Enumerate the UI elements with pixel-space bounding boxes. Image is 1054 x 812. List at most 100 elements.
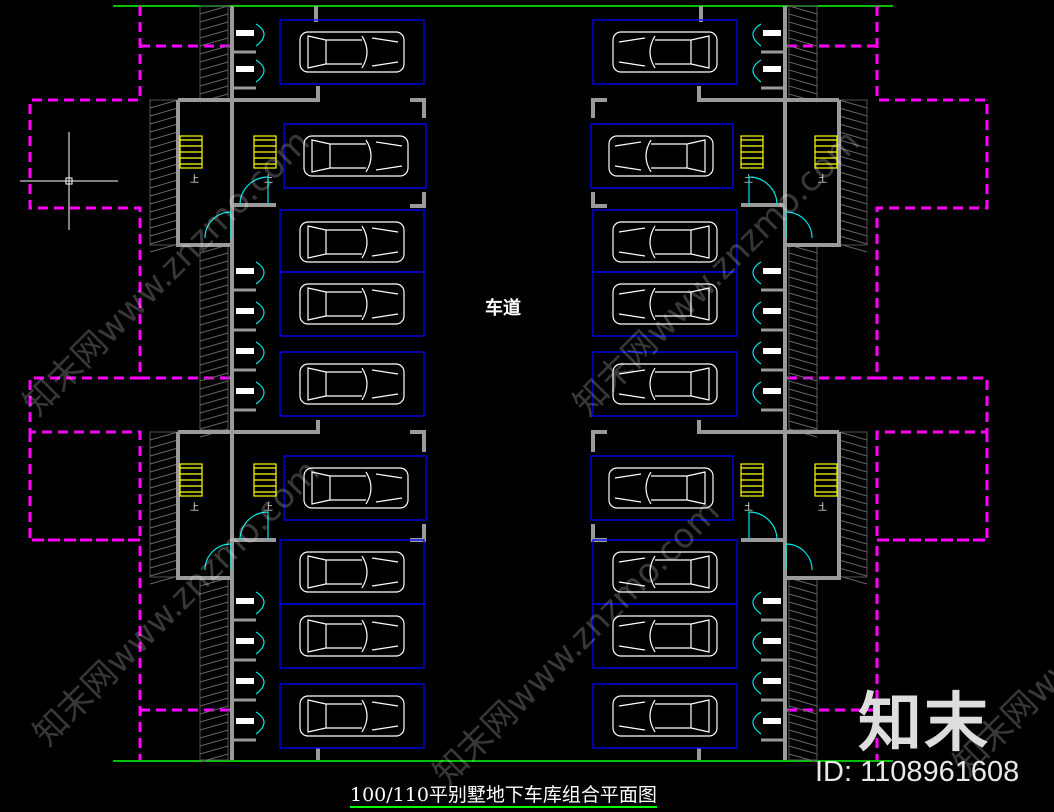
- hatch-line: [149, 479, 179, 489]
- hatch-line: [199, 37, 229, 47]
- car-outline: [311, 139, 403, 173]
- door-swing-icon: [748, 511, 778, 541]
- hatch-line: [788, 85, 818, 95]
- hatch-line: [149, 543, 179, 553]
- stair-icon: [179, 463, 203, 497]
- storage-label: [236, 30, 254, 36]
- hatch-line: [199, 380, 229, 390]
- hatch-line: [149, 511, 179, 521]
- car-body: [303, 135, 409, 177]
- stair-icon: [814, 135, 838, 169]
- storage-label: [236, 678, 254, 684]
- car-body: [299, 221, 405, 263]
- hatch-line: [838, 431, 868, 441]
- hatch-line: [199, 61, 229, 71]
- hatch-line: [199, 21, 229, 31]
- hatch-line: [199, 697, 229, 707]
- image-id: ID: 1108961608: [815, 756, 1020, 788]
- door-swing-icon: [255, 261, 265, 285]
- parking-space: [279, 351, 425, 417]
- storage-label: [763, 598, 781, 604]
- hatch-line: [838, 535, 868, 545]
- hatch-line: [199, 388, 229, 398]
- hatch-line: [149, 487, 179, 497]
- hatch-line: [788, 300, 818, 310]
- stair-label: 上: [264, 502, 273, 513]
- hatch-line: [199, 308, 229, 318]
- hatch-line: [788, 252, 818, 262]
- car-body: [608, 467, 714, 509]
- hatch-line: [788, 420, 818, 430]
- car-icon: [612, 695, 718, 737]
- hatch-line: [149, 463, 179, 473]
- storage-label: [763, 638, 781, 644]
- car-body: [299, 363, 405, 405]
- hatch-line: [199, 753, 229, 763]
- door-swing-icon: [255, 59, 265, 83]
- car-outline: [618, 287, 710, 321]
- hatch-line: [838, 219, 868, 229]
- door-swing-icon: [255, 301, 265, 325]
- car-outline: [614, 471, 706, 505]
- hatch-line: [199, 412, 229, 422]
- storage-label: [236, 348, 254, 354]
- stair-icon: [179, 135, 203, 169]
- hatched-wall: [199, 577, 229, 761]
- door-swing-icon: [752, 301, 762, 325]
- hatch-line: [788, 745, 818, 755]
- car-icon: [299, 551, 405, 593]
- door-swing-icon: [752, 261, 762, 285]
- hatch-line: [199, 13, 229, 23]
- hatch-line: [199, 404, 229, 414]
- hatch-line: [149, 567, 179, 577]
- hatch-line: [149, 227, 179, 237]
- hatch-line: [199, 276, 229, 286]
- car-outline: [618, 35, 710, 69]
- hatch-line: [788, 396, 818, 406]
- stair-icon: [253, 463, 277, 497]
- hatch-line: [838, 543, 868, 553]
- parking-space: [283, 123, 427, 189]
- hatch-line: [838, 551, 868, 561]
- car-icon: [608, 467, 714, 509]
- stair-label: 上: [190, 174, 199, 185]
- door-swing-icon: [752, 59, 762, 83]
- door-swing-icon: [785, 543, 813, 571]
- parking-space: [279, 539, 425, 605]
- hatch-line: [199, 268, 229, 278]
- wall: [591, 6, 841, 760]
- hatch-line: [199, 284, 229, 294]
- hatch-line: [149, 211, 179, 221]
- door-swing-icon: [752, 341, 762, 365]
- hatch-line: [788, 292, 818, 302]
- car-outline: [618, 555, 710, 589]
- hatch-line: [838, 447, 868, 457]
- hatch-line: [838, 227, 868, 237]
- door-swing-icon: [255, 591, 265, 615]
- hatch-line: [149, 519, 179, 529]
- hatch-line: [788, 412, 818, 422]
- hatch-line: [149, 439, 179, 449]
- hatch-line: [838, 575, 868, 585]
- car-icon: [299, 31, 405, 73]
- door-swing-icon: [748, 176, 778, 206]
- car-outline: [307, 619, 399, 653]
- hatch-line: [149, 575, 179, 585]
- car-outline: [311, 471, 403, 505]
- hatch-line: [199, 324, 229, 334]
- car-body: [612, 615, 718, 657]
- car-outline: [307, 287, 399, 321]
- storage-label: [763, 348, 781, 354]
- hatch-line: [838, 567, 868, 577]
- hatch-line: [788, 617, 818, 627]
- stair-icon: [740, 135, 764, 169]
- hatch-line: [199, 673, 229, 683]
- hatch-line: [199, 332, 229, 342]
- hatch-line: [838, 527, 868, 537]
- hatch-line: [199, 713, 229, 723]
- stair-outline: [814, 463, 838, 497]
- hatch-line: [838, 147, 868, 157]
- property-boundary: [875, 6, 989, 760]
- stair-outline: [179, 135, 203, 169]
